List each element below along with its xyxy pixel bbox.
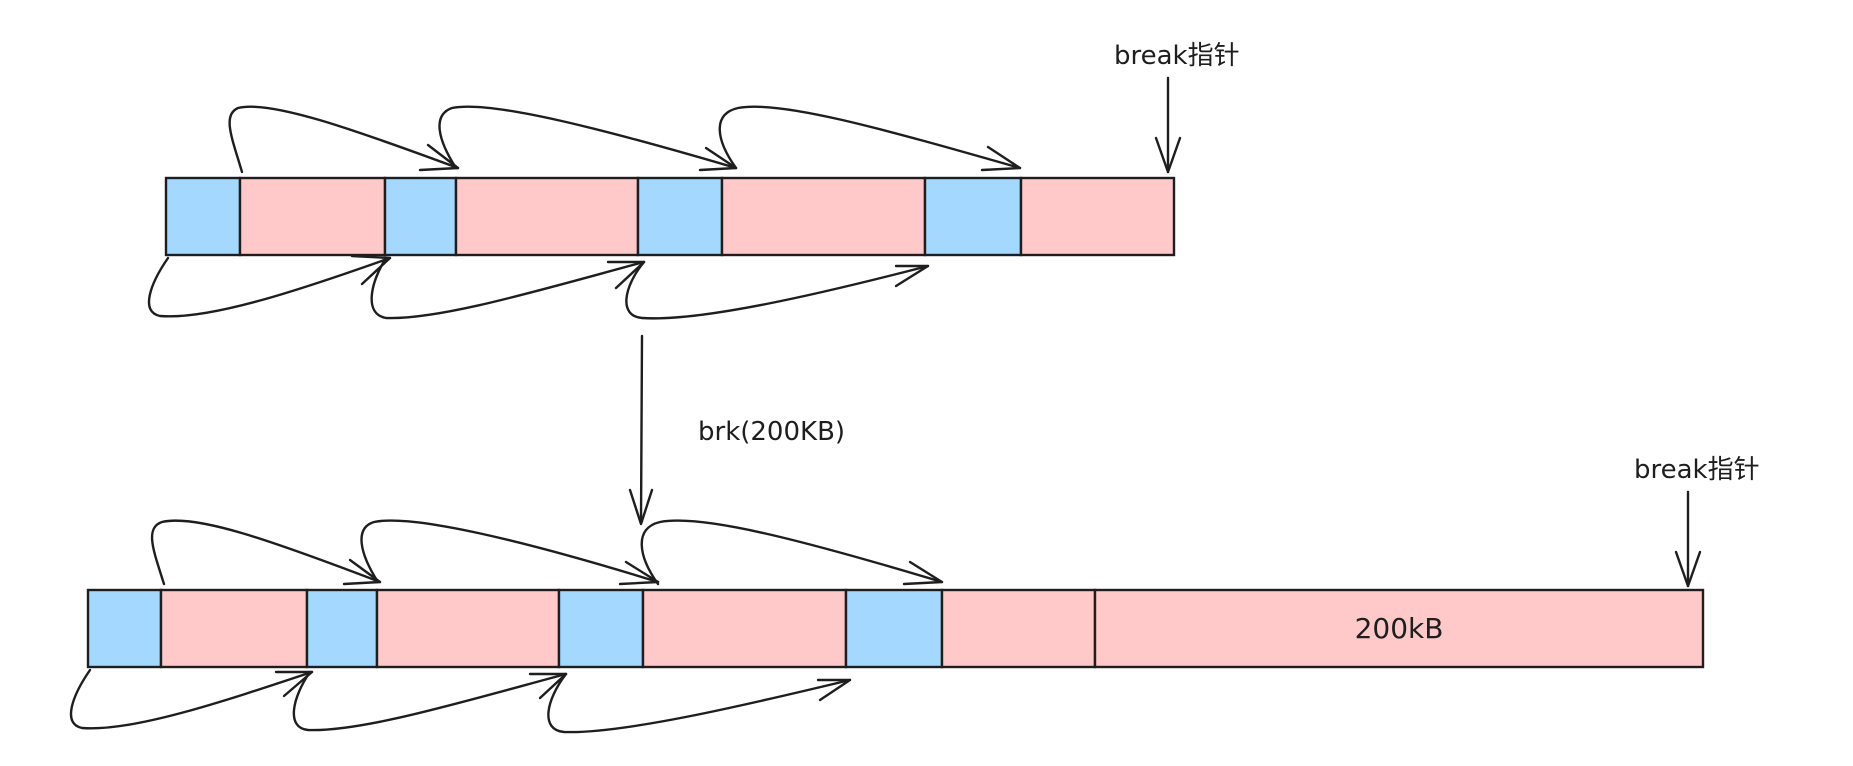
brk-call-label: brk(200KB) bbox=[698, 417, 845, 447]
top-header-block-3 bbox=[636, 176, 724, 257]
top-data-block-1 bbox=[238, 176, 387, 257]
bottom-forward-link-3 bbox=[640, 519, 944, 586]
top-backward-link-2 bbox=[370, 256, 646, 320]
top-forward-link-1-arrowhead bbox=[418, 143, 460, 172]
bottom-backward-link-3-arrowhead bbox=[816, 678, 852, 702]
bottom-extension-block bbox=[1093, 588, 1705, 669]
bottom-backward-link-2-arrowhead bbox=[528, 672, 568, 700]
top-backward-link-1 bbox=[147, 256, 392, 318]
bottom-extension-label: 200kB bbox=[1355, 612, 1444, 645]
top-header-block-2 bbox=[383, 176, 458, 257]
bottom-header-block-1 bbox=[86, 588, 163, 669]
top-data-block-4 bbox=[1019, 176, 1176, 257]
bottom-backward-link-2 bbox=[292, 670, 568, 732]
top-backward-link-3 bbox=[625, 260, 930, 320]
bottom-break-pointer-label: break指针 bbox=[1634, 455, 1760, 485]
bottom-header-block-3 bbox=[557, 588, 645, 669]
bottom-data-block-3 bbox=[641, 588, 848, 669]
bottom-break-pointer-arrowhead bbox=[1674, 550, 1702, 588]
brk-operation: brk(200KB) bbox=[628, 334, 845, 526]
bottom-backward-link-3 bbox=[547, 672, 852, 734]
top-forward-link-3 bbox=[718, 105, 1022, 170]
bottom-heap: 200kB break指针 bbox=[69, 455, 1760, 734]
bottom-backward-link-1 bbox=[69, 668, 314, 730]
top-header-block-4 bbox=[923, 176, 1023, 257]
bottom-header-block-2 bbox=[305, 588, 379, 669]
top-forward-link-3-arrowhead bbox=[980, 145, 1022, 172]
bottom-header-block-4 bbox=[844, 588, 944, 669]
bottom-backward-link-1-arrowhead bbox=[274, 670, 314, 698]
bottom-forward-link-1-arrowhead bbox=[342, 558, 382, 586]
brk-transition-arrowhead bbox=[628, 488, 654, 526]
bottom-data-block-1 bbox=[159, 588, 309, 669]
bottom-forward-link-1 bbox=[150, 519, 382, 586]
top-break-pointer-label: break指针 bbox=[1114, 41, 1240, 71]
top-backward-link-1-arrowhead bbox=[350, 254, 392, 286]
top-data-block-2 bbox=[454, 176, 640, 257]
top-header-block-1 bbox=[164, 176, 242, 257]
top-forward-link-1 bbox=[228, 105, 460, 174]
top-break-pointer-arrowhead bbox=[1154, 136, 1182, 174]
brk-transition-arrow bbox=[639, 334, 644, 524]
top-backward-link-3-arrowhead bbox=[894, 264, 930, 288]
bottom-forward-link-3-arrowhead bbox=[902, 560, 944, 586]
top-forward-link-2 bbox=[438, 105, 738, 170]
top-heap: break指针 bbox=[147, 41, 1240, 320]
top-data-block-3 bbox=[720, 176, 927, 257]
bottom-data-block-4 bbox=[940, 588, 1097, 669]
bottom-data-block-2 bbox=[375, 588, 561, 669]
bottom-forward-link-2 bbox=[360, 519, 660, 584]
